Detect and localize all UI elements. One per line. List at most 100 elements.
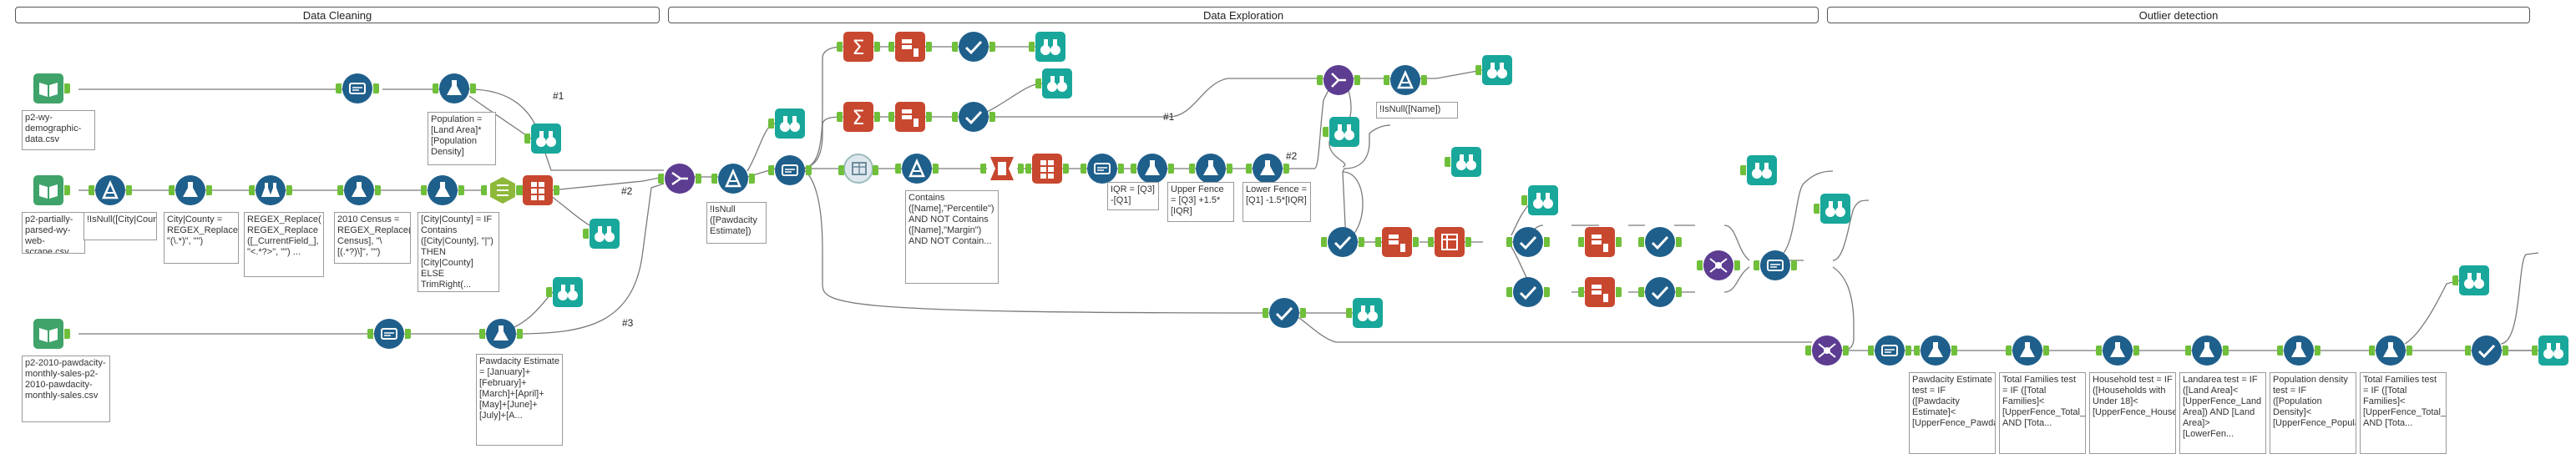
container-data-exploration[interactable]: Data Exploration — [668, 7, 1819, 23]
browse-tool-3[interactable] — [546, 277, 583, 307]
note-pawdacity-sum: Pawdacity Estimate = [January]+[February… — [476, 354, 563, 446]
input-tool-1[interactable] — [33, 73, 70, 103]
note-census: 2010 Census = REGEX_Replace([2010 Census… — [334, 212, 411, 264]
join-tool-purple[interactable] — [1317, 65, 1360, 95]
formula-tool-upper[interactable] — [1189, 154, 1232, 184]
check-tool-1[interactable] — [952, 32, 995, 62]
browse-tool-5[interactable] — [1029, 32, 1065, 62]
note-popdens-test: Population density test = IF ([Populatio… — [2270, 372, 2356, 454]
input-note-2: p2-partially-parsed-wy-web-scrape.csv — [22, 212, 85, 254]
note-regex-city: City|County = REGEX_Replace([City|County… — [164, 212, 239, 264]
formula-tool-census[interactable] — [337, 175, 381, 205]
check-tool-2[interactable] — [952, 102, 995, 132]
note-contains: Contains ([Name],"Percentile") AND NOT C… — [905, 190, 999, 284]
browse-tool-4[interactable] — [768, 108, 805, 139]
join-tool-red[interactable] — [516, 175, 559, 205]
note-families-test: Total Families test = IF ([Total Familie… — [1999, 372, 2086, 454]
filter-tool-city[interactable] — [89, 175, 132, 205]
browse-tool-9[interactable] — [1445, 147, 1481, 177]
transpose-tool-3[interactable] — [1375, 227, 1419, 257]
note-isnull-name: !IsNull([Name]) — [1376, 102, 1458, 119]
transpose-tool-2[interactable] — [888, 102, 932, 132]
check-tool-5[interactable] — [1506, 277, 1550, 307]
check-tool-outlier[interactable] — [2465, 335, 2508, 366]
crosstab-tool[interactable] — [1025, 154, 1069, 184]
formula-tool-household-test[interactable] — [2096, 335, 2139, 366]
svg-text:Σ: Σ — [852, 36, 864, 59]
browse-tool-14[interactable] — [2452, 265, 2489, 295]
connection-label-5: #2 — [1286, 150, 1298, 162]
formula-tool-landarea-test[interactable] — [2185, 335, 2229, 366]
transpose-tool-4[interactable] — [1578, 227, 1622, 257]
container-outlier-detection[interactable]: Outlier detection — [1827, 7, 2530, 23]
note-iqr: IQR = [Q3] -[Q1] — [1107, 182, 1159, 210]
join-tool-outlier[interactable] — [1805, 335, 1849, 366]
connection-label-2: #2 — [621, 185, 633, 197]
input-tool-2[interactable] — [33, 175, 70, 205]
formula-tool-families-test[interactable] — [2006, 335, 2049, 366]
note-household-test: Household test = IF ([Households with Un… — [2089, 372, 2176, 454]
multi-field-formula-tool[interactable] — [249, 175, 292, 205]
filter-tool-contains[interactable] — [895, 154, 939, 184]
crosstab-tool-2[interactable] — [1428, 227, 1471, 257]
formula-tool-pawdacity[interactable] — [479, 319, 523, 349]
browse-tool-7[interactable] — [1323, 117, 1359, 147]
check-tool-3[interactable] — [1321, 227, 1364, 257]
sample-tool[interactable] — [838, 154, 878, 184]
summarize-tool-1[interactable]: Σ — [837, 32, 880, 62]
check-tool-7[interactable] — [1638, 277, 1682, 307]
select-tool-append[interactable] — [1754, 250, 1797, 280]
container-data-cleaning[interactable]: Data Cleaning — [15, 7, 660, 23]
note-regex-current: REGEX_Replace( REGEX_Replace ([_CurrentF… — [244, 212, 324, 277]
browse-tool-1[interactable] — [524, 124, 561, 154]
note-landarea-test: Landarea test = IF ([Land Area]< [UpperF… — [2179, 372, 2266, 454]
filter-tool-name[interactable] — [1384, 65, 1427, 95]
union-tool[interactable] — [658, 164, 701, 194]
formula-tool-population[interactable] — [433, 73, 476, 103]
note-city-county: [City|County] = IF Contains ([City|Count… — [418, 212, 499, 292]
filter-tool-pawdacity[interactable] — [711, 164, 755, 194]
select-tool-sales[interactable] — [367, 319, 411, 349]
input-note-3: p2-2010-pawdacity-monthly-sales-p2-2010-… — [22, 356, 110, 422]
note-pawd-test: Pawdacity Estimate test = IF ([Pawdacity… — [1909, 372, 1996, 454]
note-isnull-pawd: !IsNull ([Pawdacity Estimate]) — [706, 202, 767, 244]
note-upper: Upper Fence = [Q3] +1.5*[IQR] — [1167, 182, 1234, 222]
connection-label-1: #1 — [553, 90, 564, 102]
transpose-tool-red[interactable] — [980, 154, 1024, 184]
browse-tool-12[interactable] — [1814, 194, 1850, 224]
formula-tool-lower[interactable] — [1246, 154, 1289, 184]
select-tool-iqr[interactable] — [1081, 154, 1124, 184]
note-lower: Lower Fence = [Q1] -1.5*[IQR] — [1242, 182, 1311, 222]
summarize-tool-green[interactable] — [481, 175, 524, 205]
select-tool-outlier[interactable] — [1868, 335, 1911, 366]
append-tool[interactable] — [1697, 250, 1740, 280]
formula-tool-city-county[interactable] — [421, 175, 464, 205]
input-tool-3[interactable] — [33, 319, 70, 349]
formula-tool-iqr[interactable] — [1131, 154, 1174, 184]
check-tool-6[interactable] — [1638, 227, 1682, 257]
svg-text:Σ: Σ — [852, 106, 864, 129]
select-tool-explore[interactable] — [768, 155, 812, 185]
browse-tool-13[interactable] — [1346, 298, 1383, 328]
formula-tool-city[interactable] — [169, 175, 212, 205]
transpose-tool-1[interactable] — [888, 32, 932, 62]
browse-tool-11[interactable] — [1740, 155, 1777, 185]
browse-tool-2[interactable] — [583, 219, 620, 249]
formula-tool-families-test-2[interactable] — [2369, 335, 2412, 366]
browse-tool-8[interactable] — [1475, 55, 1512, 85]
note-isnull-city: !IsNull([City|County]) — [84, 212, 157, 240]
formula-tool-popdens-test[interactable] — [2277, 335, 2320, 366]
check-tool-8[interactable] — [1263, 298, 1306, 328]
transpose-tool-5[interactable] — [1578, 277, 1622, 307]
note-population: Population = [Land Area]*[Population Den… — [428, 112, 496, 165]
summarize-tool-2[interactable]: Σ — [837, 102, 880, 132]
input-note-1: p2-wy-demographic-data.csv — [22, 110, 95, 150]
connection-label-3: #3 — [622, 317, 634, 329]
formula-tool-pawd-test[interactable] — [1914, 335, 1957, 366]
browse-tool-10[interactable] — [1521, 185, 1558, 215]
select-tool[interactable] — [336, 73, 379, 103]
check-tool-4[interactable] — [1506, 227, 1550, 257]
browse-tool-16[interactable] — [2532, 335, 2568, 366]
browse-tool-6[interactable] — [1035, 68, 1072, 98]
